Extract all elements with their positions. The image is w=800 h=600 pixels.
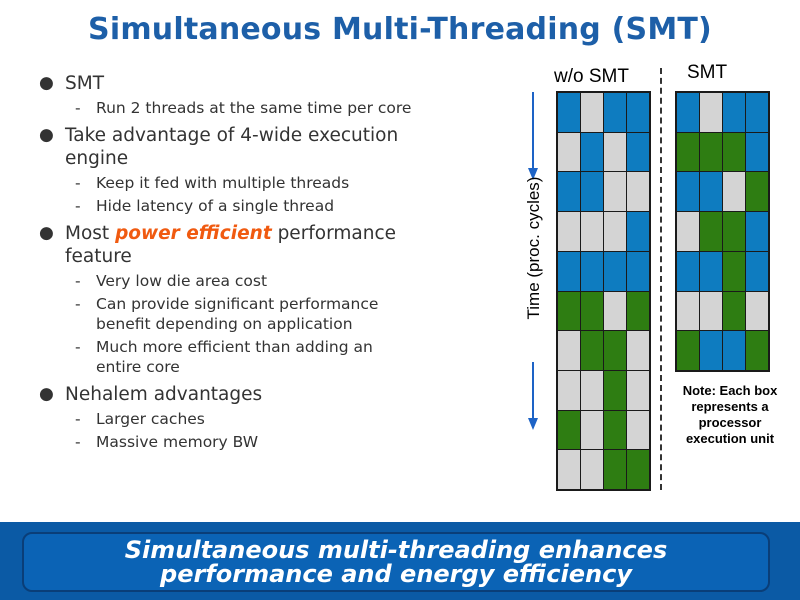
execution-unit-cell: [581, 370, 603, 410]
execution-unit-cell: [558, 291, 580, 331]
execution-unit-cell: [700, 291, 722, 331]
execution-unit-cell: [558, 370, 580, 410]
execution-unit-cell: [746, 291, 768, 331]
bullet-smt: ● SMT: [39, 73, 105, 94]
execution-unit-cell: [627, 410, 649, 450]
execution-unit-cell: [558, 251, 580, 291]
slide-title: Simultaneous Multi-Threading (SMT): [88, 12, 712, 47]
execution-unit-cell: [700, 331, 722, 370]
execution-unit-cell: [581, 291, 603, 331]
execution-grid-with-smt: [675, 91, 770, 372]
execution-unit-cell: [700, 251, 722, 291]
execution-unit-cell: [627, 450, 649, 489]
execution-unit-cell: [677, 212, 699, 251]
execution-unit-cell: [604, 251, 626, 291]
execution-unit-cell: [746, 172, 768, 212]
sub-bullet: - Keep it fed with multiple threads: [75, 174, 350, 192]
execution-unit-cell: [581, 251, 603, 291]
execution-unit-cell: [677, 291, 699, 331]
label-with-smt: SMT: [687, 62, 728, 83]
execution-unit-cell: [581, 410, 603, 450]
execution-unit-cell: [723, 291, 745, 331]
execution-unit-cell: [746, 132, 768, 172]
execution-unit-cell: [723, 251, 745, 291]
execution-unit-cell: [677, 172, 699, 212]
execution-unit-cell: [746, 331, 768, 370]
execution-unit-cell: [581, 132, 603, 172]
execution-unit-cell: [723, 331, 745, 370]
sub-bullet: - Run 2 threads at the same time per cor…: [75, 99, 412, 117]
execution-unit-cell: [723, 93, 745, 132]
execution-unit-cell: [604, 410, 626, 450]
bullet-dot: ●: [39, 73, 54, 93]
sub-bullet: - Very low die area cost: [75, 272, 268, 290]
execution-unit-cell: [558, 172, 580, 212]
execution-unit-cell: [558, 410, 580, 450]
execution-unit-cell: [604, 291, 626, 331]
bullet-execution-engine: ● Take advantage of 4-wide execution eng…: [39, 125, 399, 169]
bullet-power-efficient: ● Most power efficient performance featu…: [39, 223, 397, 267]
execution-unit-cell: [746, 251, 768, 291]
execution-unit-cell: [581, 331, 603, 370]
bullet-nehalem: ● Nehalem advantages: [39, 384, 263, 405]
execution-unit-cell: [700, 93, 722, 132]
execution-unit-cell: [604, 450, 626, 489]
time-arrow-top: [528, 92, 538, 180]
execution-unit-cell: [604, 370, 626, 410]
execution-unit-cell: [627, 93, 649, 132]
label-without-smt: w/o SMT: [554, 66, 629, 87]
sub-bullet: - Massive memory BW: [75, 433, 259, 451]
execution-unit-cell: [604, 132, 626, 172]
time-arrow-bottom: [528, 362, 538, 430]
execution-unit-cell: [746, 93, 768, 132]
execution-unit-cell: [558, 331, 580, 370]
execution-unit-cell: [581, 212, 603, 251]
execution-unit-cell: [627, 370, 649, 410]
sub-bullet: - Can provide significant performance be…: [75, 295, 379, 333]
execution-unit-cell: [723, 212, 745, 251]
execution-unit-cell: [558, 93, 580, 132]
execution-unit-cell: [604, 93, 626, 132]
execution-unit-cell: [627, 331, 649, 370]
sub-bullet: - Much more efficient than adding an ent…: [75, 338, 373, 376]
execution-unit-cell: [677, 93, 699, 132]
execution-unit-cell: [746, 212, 768, 251]
highlight-text: power efficient: [115, 223, 272, 244]
execution-unit-cell: [627, 132, 649, 172]
execution-unit-cell: [558, 132, 580, 172]
bullet-dot: ●: [39, 384, 54, 404]
execution-unit-cell: [723, 132, 745, 172]
execution-unit-cell: [700, 172, 722, 212]
execution-unit-cell: [604, 331, 626, 370]
execution-unit-cell: [677, 331, 699, 370]
execution-unit-cell: [604, 172, 626, 212]
bullet-dot: ●: [39, 125, 54, 145]
banner-text: Simultaneous multi-threading enhances pe…: [124, 536, 668, 588]
banner-box: Simultaneous multi-threading enhances pe…: [22, 532, 770, 592]
execution-unit-cell: [627, 251, 649, 291]
dashed-divider: [660, 68, 662, 490]
bullet-dot: ●: [39, 223, 54, 243]
execution-unit-cell: [723, 172, 745, 212]
execution-unit-cell: [677, 251, 699, 291]
execution-unit-cell: [604, 212, 626, 251]
time-axis-label: Time (proc. cycles): [524, 176, 543, 320]
execution-grid-without-smt: [556, 91, 651, 491]
execution-unit-cell: [581, 93, 603, 132]
diagram-note: Note: Each box represents a processor ex…: [682, 383, 778, 446]
execution-unit-cell: [581, 172, 603, 212]
execution-unit-cell: [558, 212, 580, 251]
execution-unit-cell: [558, 450, 580, 489]
execution-unit-cell: [627, 172, 649, 212]
sub-bullet: - Hide latency of a single thread: [75, 197, 335, 215]
sub-bullet: - Larger caches: [75, 410, 205, 428]
bullet-list: ● SMT - Run 2 threads at the same time p…: [38, 72, 488, 452]
execution-unit-cell: [700, 132, 722, 172]
execution-unit-cell: [627, 212, 649, 251]
execution-unit-cell: [677, 132, 699, 172]
bottom-banner: Simultaneous multi-threading enhances pe…: [0, 522, 800, 600]
execution-unit-cell: [627, 291, 649, 331]
execution-unit-cell: [700, 212, 722, 251]
execution-unit-cell: [581, 450, 603, 489]
